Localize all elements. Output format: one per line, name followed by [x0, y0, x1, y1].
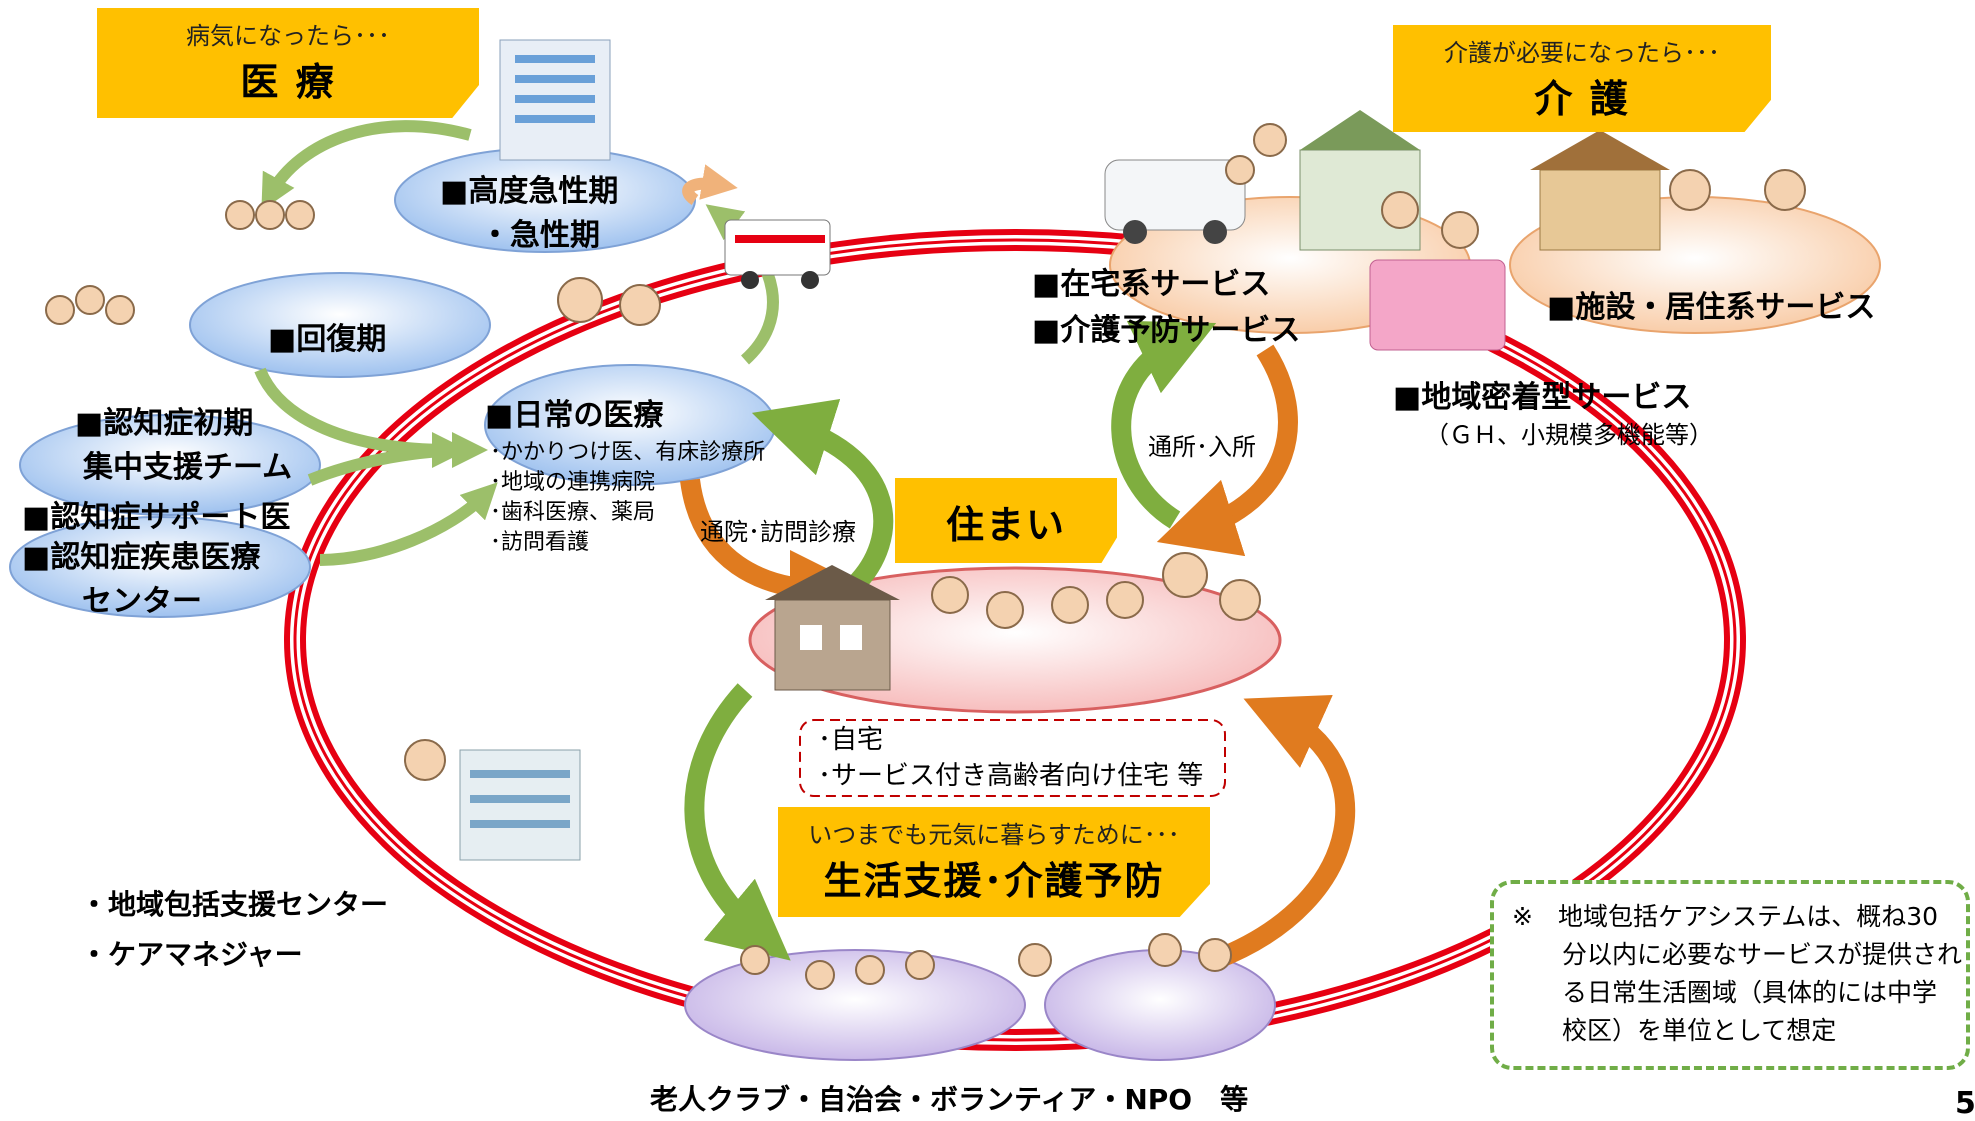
sumai-label: 住まい: [895, 478, 1117, 563]
iryo-title: 医 療: [240, 60, 336, 104]
kaigo-label: 介護が必要になったら･･･ 介 護: [1393, 25, 1771, 132]
seikatsu-sub: いつまでも元気に暮らすために･･･: [808, 821, 1180, 849]
daily-item-1: ･かかりつけ医、有床診療所: [490, 440, 766, 465]
dementia-center-line-1: ■認知症疾患医療: [22, 540, 261, 575]
acute-line-2: ・急性期: [480, 218, 600, 253]
ambulance-illustration: [724, 219, 831, 289]
daily-item-3: ･歯科医療、薬局: [490, 500, 656, 525]
acute-line-1: ■高度急性期: [440, 174, 619, 209]
recovery-label: ■回復期: [268, 322, 387, 357]
home-services-line-1: ■在宅系サービス: [1032, 267, 1271, 302]
support-center-illustration: [459, 749, 581, 861]
scope-note: ※ 地域包括ケアシステムは、概ね30 分以内に必要なサービスが提供され る日常生…: [1490, 880, 1970, 1070]
visit-medical-label: 通院･訪問診療: [700, 518, 856, 546]
page-number: 5: [1955, 1086, 1975, 1121]
arrow-home-to-support: [684, 683, 791, 961]
arrow-care-to-home: [1156, 344, 1298, 557]
seikatsu-label: いつまでも元気に暮らすために･･･ 生活支援･介護予防: [778, 807, 1210, 917]
note-line-2: 分以内に必要なサービスが提供され: [1562, 940, 1963, 969]
seikatsu-title: 生活支援･介護予防: [823, 859, 1165, 903]
housing-item-2: ･サービス付き高齢者向け住宅 等: [818, 761, 1204, 791]
dementia-center-ellipse: [9, 516, 311, 618]
kaigo-title: 介 護: [1534, 77, 1630, 121]
dementia-support-doctor: ■認知症サポート医: [22, 500, 291, 535]
care-van-illustration: [1104, 159, 1246, 244]
community-groups-label: 老人クラブ・自治会・ボランティア・NPO 等: [650, 1083, 1249, 1116]
community-ring: [284, 229, 1746, 1051]
housing-item-1: ･自宅: [818, 725, 884, 755]
dementia-initial-label: ■認知症初期 集中支援チーム: [75, 402, 292, 490]
daily-medical-list: ･かかりつけ医、有床診療所 ･地域の連携病院 ･歯科医療、薬局 ･訪問看護: [490, 438, 765, 558]
support-center-list: ・地域包括支援センター ・ケアマネジャー: [80, 880, 388, 980]
dementia-initial-line-2: 集中支援チーム: [83, 450, 293, 485]
commute-admit-label: 通所･入所: [1148, 433, 1256, 461]
club-ellipse: [684, 949, 1026, 1061]
note-line-4: 校区）を単位として想定: [1562, 1016, 1837, 1045]
facility-services-label: ■施設・居住系サービス: [1547, 290, 1876, 325]
iryo-sub: 病気になったら･･･: [186, 22, 390, 50]
kaigo-sub: 介護が必要になったら･･･: [1444, 39, 1720, 67]
daily-item-2: ･地域の連携病院: [490, 470, 656, 495]
arrow-home-to-care: [1111, 320, 1217, 529]
note-line-1: ※ 地域包括ケアシステムは、概ね30: [1512, 902, 1939, 931]
community-services-note: （ＧＨ、小規模多機能等）: [1425, 421, 1713, 449]
housing-box: [799, 719, 1226, 797]
housing-list: ･自宅 ･サービス付き高齢者向け住宅 等: [818, 722, 1203, 794]
hospital-illustration: [499, 39, 611, 161]
sumai-title: 住まい: [945, 503, 1066, 547]
daily-medical-title: ■日常の医療: [485, 398, 664, 433]
note-line-3: る日常生活圏域（具体的には中学: [1562, 978, 1938, 1007]
volunteer-ellipse: [1044, 949, 1276, 1061]
daily-item-4: ･訪問看護: [490, 530, 590, 555]
people-illustrations: [45, 123, 1806, 990]
acute-label: ■高度急性期 ・急性期: [440, 170, 618, 258]
iryo-label: 病気になったら･･･ 医 療: [97, 8, 479, 118]
home-services-label: ■在宅系サービス ■介護予防サービス: [1032, 262, 1300, 354]
care-facility-illustration: [1299, 110, 1421, 251]
group-home-illustration: [1530, 130, 1670, 251]
recovery-ellipse: [189, 272, 491, 378]
community-services-label: ■地域密着型サービス: [1393, 380, 1692, 415]
bathtub-illustration: [1369, 259, 1506, 351]
dementia-initial-line-1: ■認知症初期: [75, 406, 254, 441]
arrow-support-to-home: [1211, 695, 1356, 970]
arrow-home-to-medical: [751, 399, 894, 593]
house-illustration: [765, 565, 900, 691]
dementia-center-line-2: センター: [82, 584, 202, 619]
home-services-line-2: ■介護予防サービス: [1032, 313, 1301, 348]
cycle-arrows: [680, 320, 1356, 970]
support-center-item-2: ・ケアマネジャー: [80, 938, 303, 971]
support-center-item-1: ・地域包括支援センター: [80, 888, 389, 921]
dementia-initial-ellipse: [19, 414, 321, 516]
dementia-center-label: ■認知症疾患医療 センター: [22, 536, 260, 624]
